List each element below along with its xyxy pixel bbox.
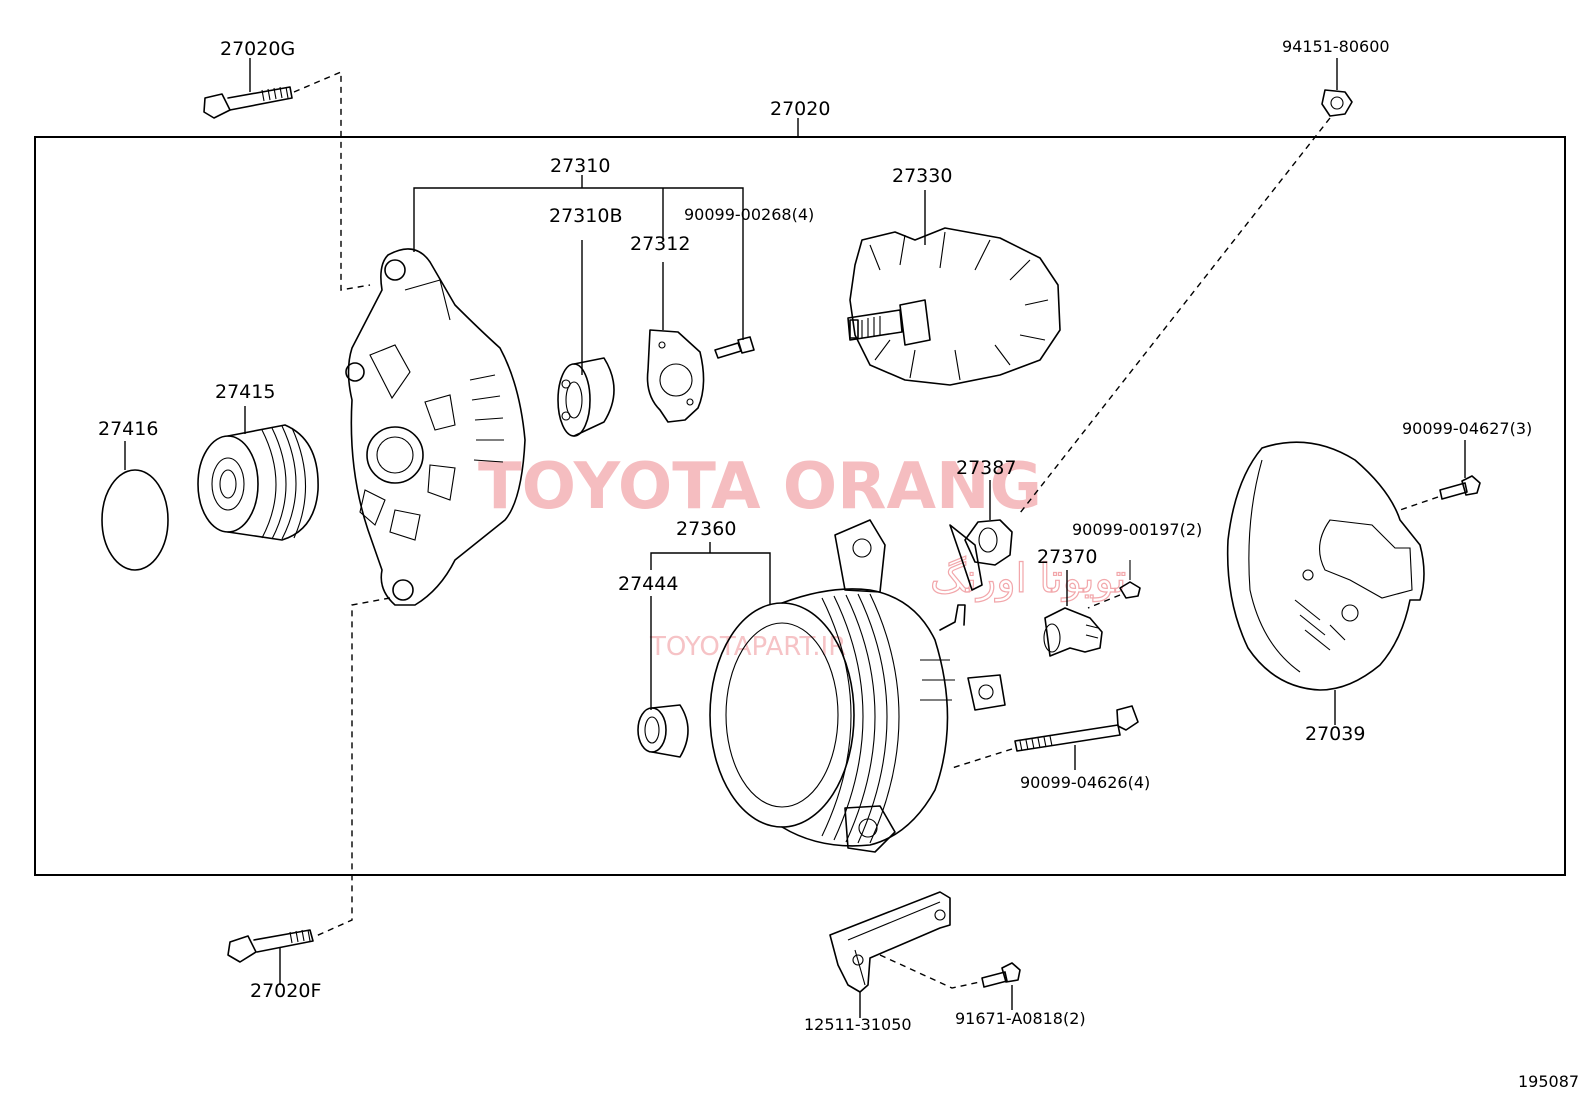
label-bracket: 12511-31050	[804, 1015, 912, 1034]
label-bolt-top: 27020G	[220, 38, 295, 60]
bearing	[557, 357, 615, 437]
label-bolt-bottom: 27020F	[250, 980, 321, 1002]
label-plug-screw: 90099-00197(2)	[1072, 520, 1202, 539]
label-rear-cover: 27039	[1305, 723, 1365, 745]
cap	[101, 469, 169, 571]
drive-end-frame	[345, 248, 526, 606]
collar	[637, 704, 689, 758]
rotor	[847, 227, 1061, 386]
label-bracket-bolt: 91671-A0818(2)	[955, 1009, 1086, 1028]
bolt-27020f	[227, 929, 314, 963]
bolt-27020g	[203, 86, 293, 119]
bracket-bolt	[981, 962, 1021, 988]
label-cap: 27416	[98, 418, 158, 440]
terminal-plug	[1043, 607, 1103, 657]
label-through-bolt: 90099-04626(4)	[1020, 773, 1150, 792]
label-plug: 27370	[1037, 546, 1097, 568]
through-bolt	[1014, 705, 1139, 752]
label-retainer: 27312	[630, 233, 690, 255]
label-retainer-screw: 90099-00268(4)	[684, 205, 814, 224]
brush-holder	[949, 519, 1013, 591]
screw-cover	[1439, 475, 1481, 500]
rear-cover	[1226, 441, 1425, 691]
diagram-id: 195087	[1518, 1072, 1579, 1091]
label-nut: 94151-80600	[1282, 37, 1390, 56]
stator-housing	[709, 519, 1006, 853]
watermark-main: TOYOTA ORANG	[478, 450, 1042, 524]
label-assembly: 27020	[770, 98, 830, 120]
watermark-sub: TOYOTAPART.IR	[649, 632, 846, 662]
label-collar: 27444	[618, 573, 678, 595]
label-bearing: 27310B	[549, 205, 622, 227]
label-cover-screw: 90099-04627(3)	[1402, 419, 1532, 438]
label-brush: 27387	[956, 457, 1016, 479]
label-rotor: 27330	[892, 165, 952, 187]
bracket	[829, 891, 951, 993]
screw-retainer	[714, 336, 755, 359]
assembly-frame	[34, 136, 1566, 876]
label-frame: 27310	[550, 155, 610, 177]
label-pulley: 27415	[215, 381, 275, 403]
retainer-plate	[646, 329, 705, 423]
label-stator: 27360	[676, 518, 736, 540]
nut	[1321, 89, 1353, 117]
pulley	[197, 424, 319, 541]
screw-plug	[1119, 560, 1141, 599]
